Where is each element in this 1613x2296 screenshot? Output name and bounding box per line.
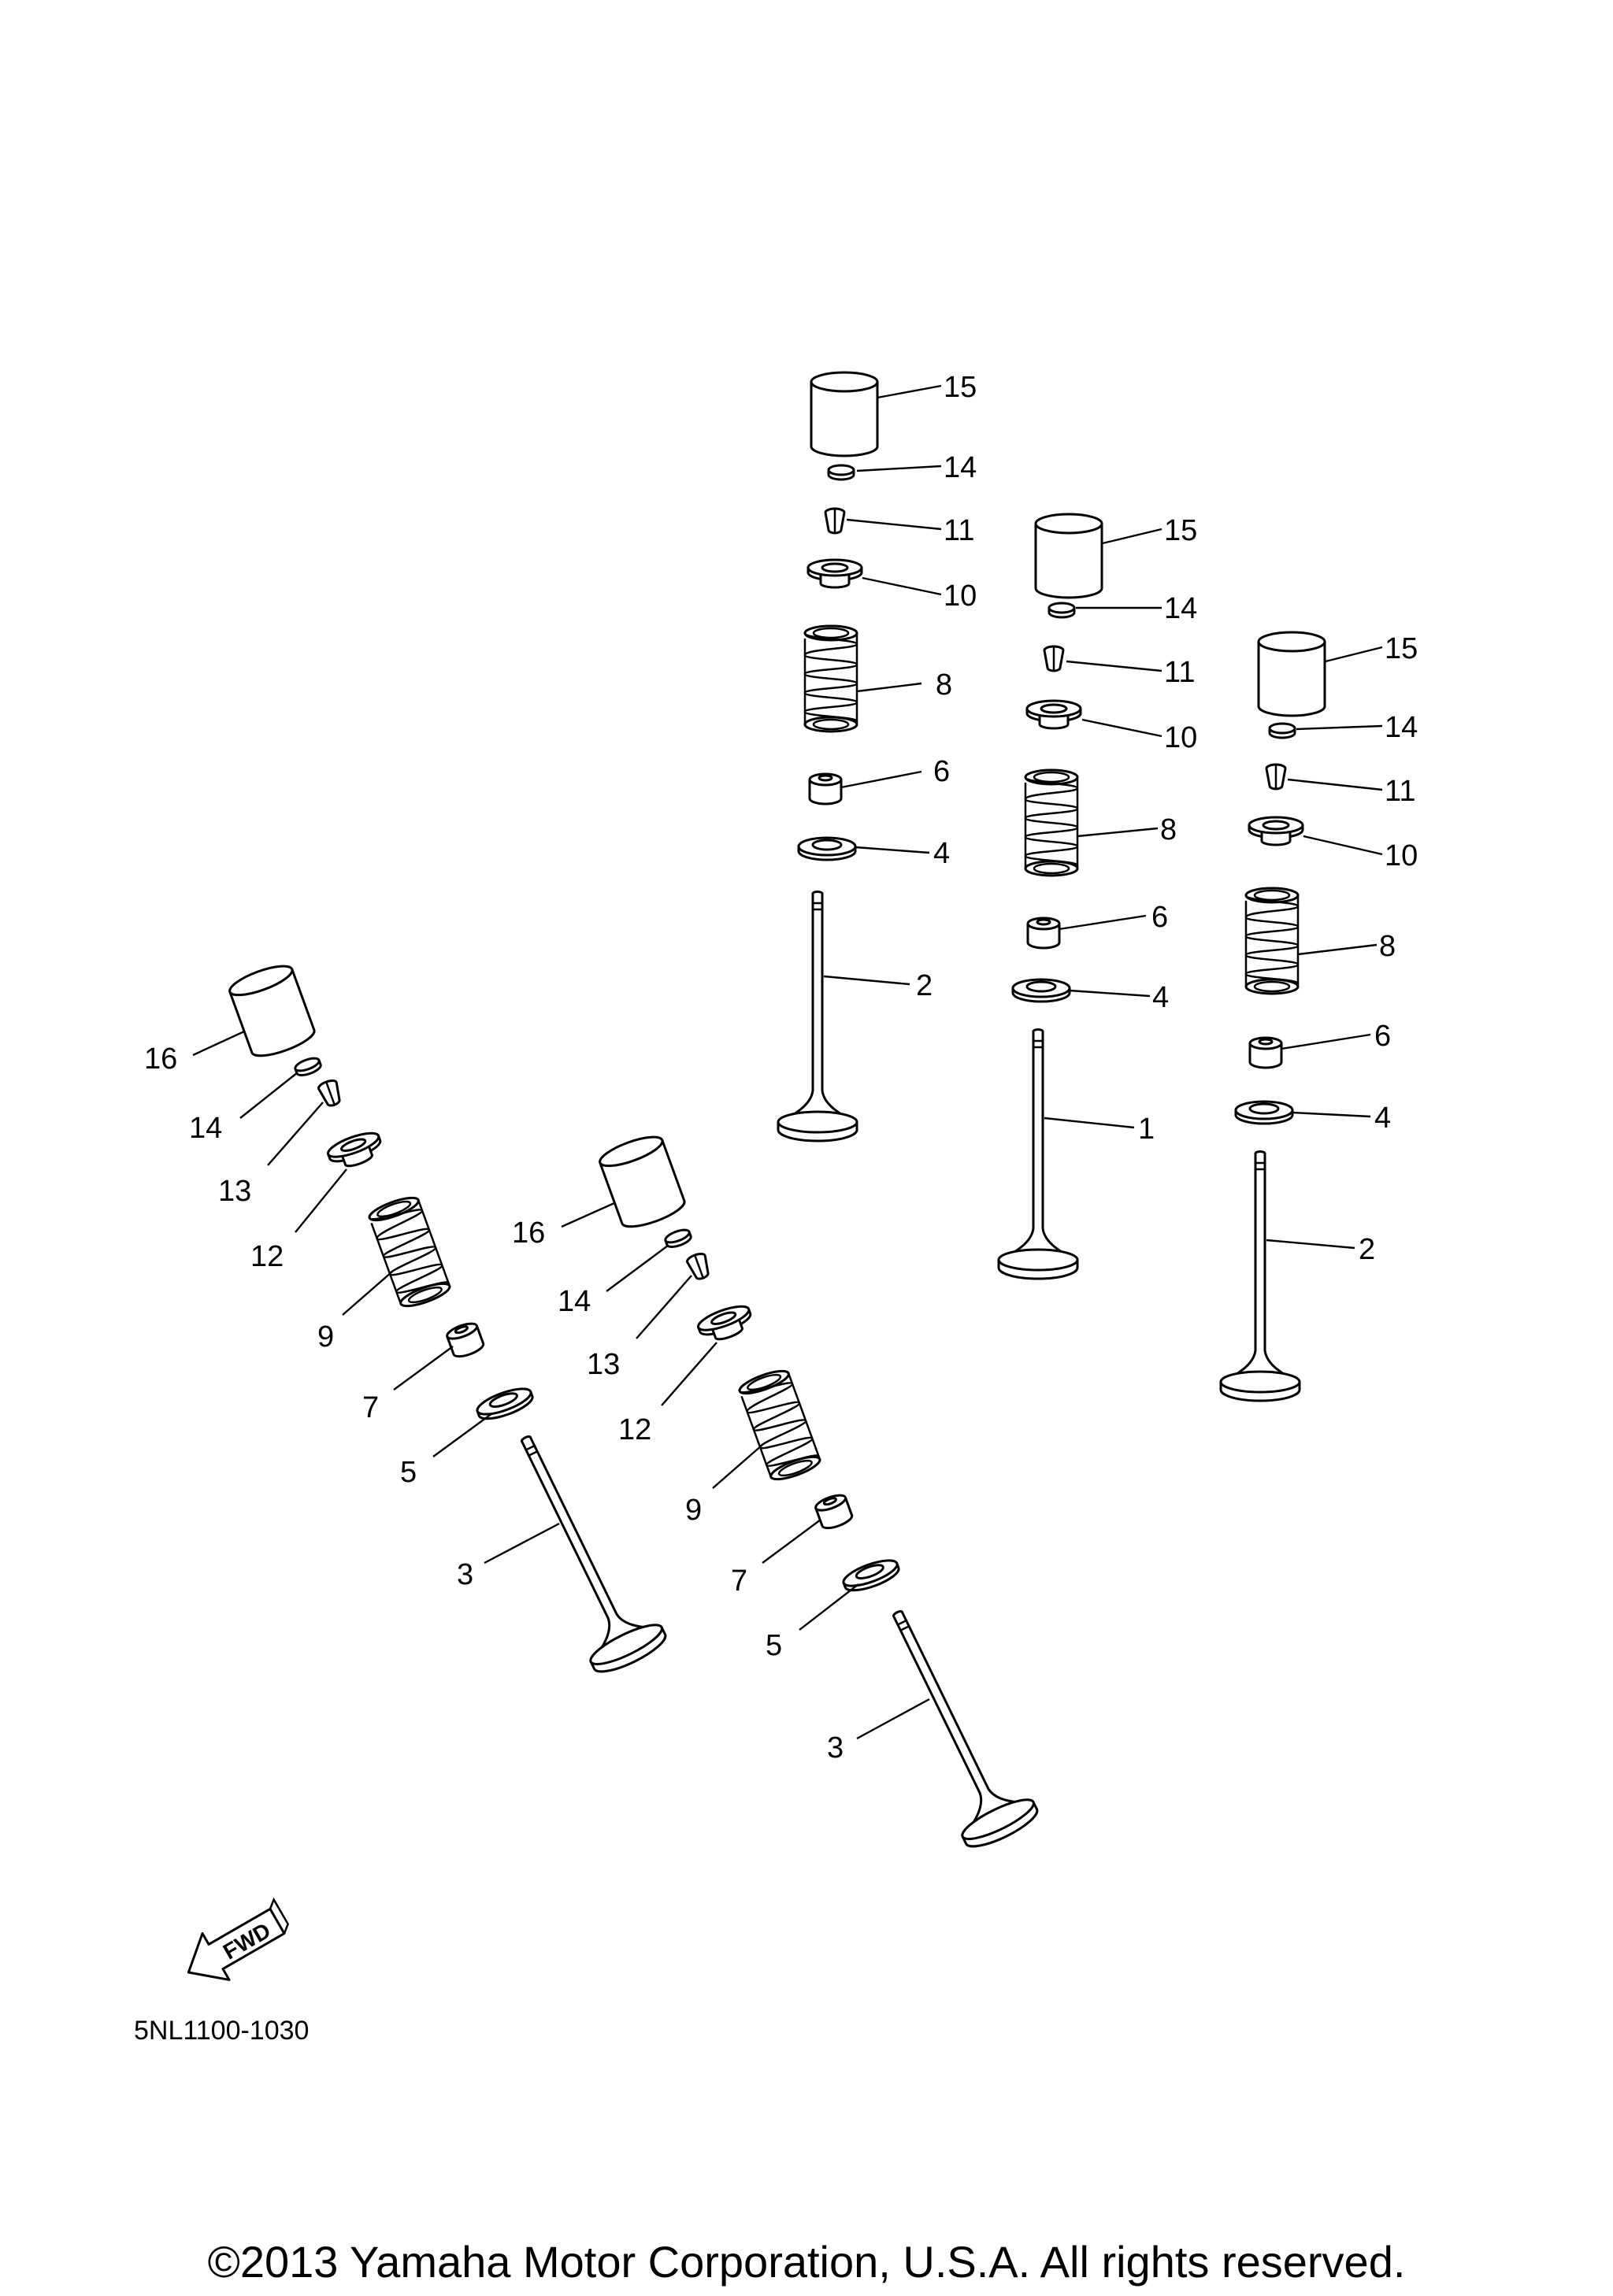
callout-12: 12 bbox=[250, 1240, 284, 1273]
callout-11: 11 bbox=[1164, 656, 1195, 689]
part-5-seat bbox=[473, 1382, 537, 1425]
part-10-retainer bbox=[1248, 816, 1304, 846]
part-10-retainer bbox=[1025, 699, 1082, 730]
callout-16: 16 bbox=[512, 1217, 545, 1250]
part-14-shim bbox=[827, 464, 855, 481]
callout-6: 6 bbox=[933, 755, 950, 788]
part-2-valve bbox=[777, 891, 858, 1142]
callout-10: 10 bbox=[1385, 839, 1418, 872]
part-15-lifter bbox=[1034, 513, 1103, 599]
part-4-seat bbox=[1234, 1100, 1294, 1125]
callout-7: 7 bbox=[731, 1565, 747, 1598]
part-11-cotter bbox=[1043, 645, 1065, 672]
callout-10: 10 bbox=[944, 580, 977, 613]
part-4-seat bbox=[1011, 978, 1071, 1003]
part-3-valve bbox=[488, 1419, 672, 1680]
part-7-seal bbox=[812, 1491, 855, 1533]
part-8-spring bbox=[1244, 887, 1300, 995]
callout-15: 15 bbox=[1385, 632, 1418, 665]
part-6-seal bbox=[808, 772, 843, 805]
callout-14: 14 bbox=[558, 1285, 591, 1318]
part-6-seal bbox=[1248, 1036, 1283, 1069]
part-14-shim bbox=[292, 1054, 324, 1079]
callout-4: 4 bbox=[1374, 1102, 1391, 1135]
part-16-lifter bbox=[595, 1130, 689, 1234]
valve-set-d: 16 14 13 12 9 7 5 3 bbox=[144, 959, 672, 1680]
callout-5: 5 bbox=[400, 1456, 417, 1489]
callout-15: 15 bbox=[1164, 514, 1197, 547]
forward-arrow-icon: FWD bbox=[187, 1897, 290, 1981]
part-11-cotter bbox=[1265, 763, 1287, 791]
callout-14: 14 bbox=[189, 1112, 222, 1145]
callout-16: 16 bbox=[144, 1042, 177, 1076]
callout-3: 3 bbox=[457, 1558, 473, 1591]
callout-14: 14 bbox=[1164, 592, 1197, 625]
part-2-valve bbox=[1219, 1150, 1301, 1402]
part-12-retainer bbox=[694, 1300, 757, 1347]
part-8-spring bbox=[1024, 768, 1079, 877]
callout-12: 12 bbox=[618, 1413, 651, 1446]
part-10-retainer bbox=[806, 558, 863, 589]
part-1-valve bbox=[997, 1028, 1079, 1280]
callout-7: 7 bbox=[362, 1391, 379, 1424]
callout-13: 13 bbox=[587, 1348, 620, 1381]
callout-11: 11 bbox=[1385, 775, 1415, 808]
callout-14: 14 bbox=[1385, 711, 1418, 744]
part-16-lifter bbox=[225, 959, 319, 1063]
callout-5: 5 bbox=[766, 1629, 782, 1662]
part-14-shim bbox=[1268, 722, 1296, 739]
callout-8: 8 bbox=[1379, 930, 1396, 963]
part-14-shim bbox=[1048, 602, 1076, 619]
valve-set-e: 16 14 13 12 9 7 5 3 bbox=[512, 1130, 1044, 1855]
callout-4: 4 bbox=[933, 837, 950, 870]
part-8-spring bbox=[803, 624, 858, 733]
part-5-seat bbox=[839, 1554, 903, 1597]
callout-9: 9 bbox=[317, 1320, 334, 1354]
part-9-spring bbox=[365, 1192, 454, 1312]
callout-9: 9 bbox=[685, 1494, 702, 1527]
part-11-cotter bbox=[824, 507, 846, 535]
callout-6: 6 bbox=[1151, 901, 1168, 934]
part-15-lifter bbox=[810, 371, 879, 457]
part-15-lifter bbox=[1257, 631, 1326, 717]
callout-3: 3 bbox=[827, 1731, 844, 1765]
callout-8: 8 bbox=[1160, 813, 1177, 846]
callout-2: 2 bbox=[916, 969, 933, 1002]
callout-13: 13 bbox=[218, 1175, 251, 1208]
callout-2: 2 bbox=[1359, 1233, 1375, 1266]
valve-set-b: 15 14 11 10 8 6 4 1 bbox=[997, 513, 1197, 1280]
part-3-valve bbox=[860, 1594, 1044, 1855]
diagram-code: 5NL1100-1030 bbox=[134, 2016, 309, 2046]
callout-15: 15 bbox=[944, 371, 977, 404]
part-6-seal bbox=[1026, 917, 1061, 950]
callout-1: 1 bbox=[1138, 1113, 1155, 1146]
part-4-seat bbox=[797, 836, 857, 861]
part-7-seal bbox=[443, 1319, 487, 1361]
part-12-retainer bbox=[324, 1127, 387, 1174]
valve-set-c: 15 14 11 10 8 6 4 2 bbox=[1219, 631, 1418, 1402]
callout-4: 4 bbox=[1152, 981, 1169, 1014]
valve-set-a: 15 14 11 10 8 6 4 2 bbox=[777, 371, 977, 1142]
callout-11: 11 bbox=[944, 514, 974, 547]
part-9-spring bbox=[736, 1365, 824, 1485]
copyright-notice: ©2013 Yamaha Motor Corporation, U.S.A. A… bbox=[207, 2237, 1406, 2287]
callout-10: 10 bbox=[1164, 721, 1197, 754]
callout-6: 6 bbox=[1374, 1020, 1391, 1053]
callout-14: 14 bbox=[944, 451, 977, 484]
callout-8: 8 bbox=[936, 668, 952, 702]
